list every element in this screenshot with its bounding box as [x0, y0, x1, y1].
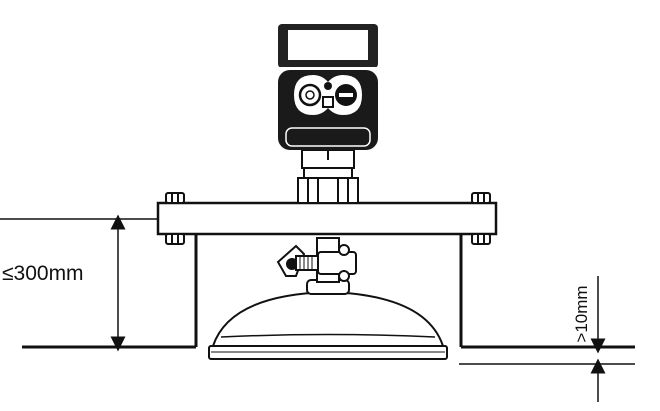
- flange-bolts: [165, 192, 491, 245]
- horn-antenna: [208, 237, 448, 360]
- flange-height-label: ≤300mm: [2, 262, 84, 285]
- process-connection: [297, 149, 359, 204]
- height-dimension: [0, 214, 158, 352]
- nozzle-walls: [194, 232, 463, 347]
- cable-glands: [294, 75, 362, 115]
- mounting-flange: [156, 201, 498, 236]
- clearance-dimension: [459, 276, 635, 402]
- antenna-clearance-label: >10mm: [572, 285, 591, 343]
- purge-valve: [276, 244, 357, 282]
